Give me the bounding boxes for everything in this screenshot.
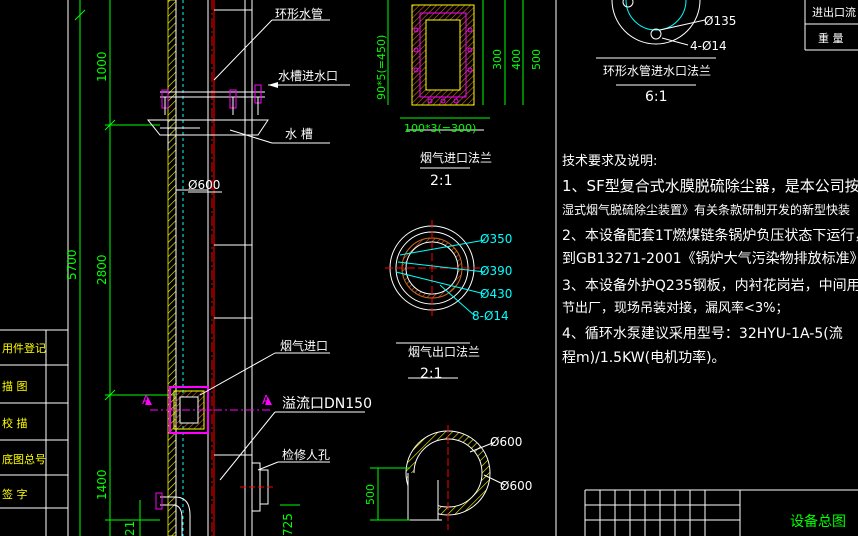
label-diameter-600: Ø600	[188, 178, 220, 192]
outlet-d350: Ø350	[480, 232, 512, 246]
tech-line-3: 2、本设备配套1T燃煤链条锅炉负压状态下运行，处理	[562, 227, 858, 244]
inlet-dim-left: 90*5(=450)	[375, 35, 388, 100]
elbow-d600b: Ø600	[500, 479, 532, 493]
dim-21: 21	[123, 521, 137, 536]
tech-line-4: 到GB13271-2001《锅炉大气污染物排放标准》	[562, 251, 858, 267]
label-flue-inlet: 烟气进口	[280, 338, 328, 353]
inlet-dim-500: 500	[530, 49, 543, 70]
drawing-name: 设备总图	[790, 513, 846, 530]
ring-flange-scale: 6:1	[645, 89, 668, 105]
elbow-d600a: Ø600	[490, 435, 522, 449]
inlet-flange-detail	[387, 0, 524, 169]
ring-flange-detail	[596, 0, 716, 86]
section-mark-left: A	[142, 393, 151, 407]
left-revision-table: 用件登记 描 图 校 描 底图总号 签 字	[0, 0, 69, 536]
tech-line-7: 4、循环水泵建议采用型号：32HYU-1A-5(流	[562, 326, 843, 342]
vertical-dimensions: 5700 1000 2800 1400 21	[65, 0, 175, 536]
manhole	[240, 462, 275, 512]
outlet-flange-detail	[385, 220, 486, 379]
inlet-dim-bottom: 100*3(=300)	[404, 122, 476, 135]
ring-flange-title: 环形水管进水口法兰	[603, 63, 711, 78]
left-table-row-5: 签 字	[2, 487, 28, 501]
dim-725: 725	[281, 513, 295, 536]
tech-line-5: 3、本设备外护Q235钢板，内衬花岗岩，中间用耐	[562, 277, 858, 294]
dim-1000: 1000	[95, 51, 109, 82]
label-ring-pipe: 环形水管	[275, 6, 323, 21]
dim-2800: 2800	[95, 254, 109, 285]
ring-flange-holes: 4-Ø14	[690, 39, 727, 53]
tech-line-2: 湿式烟气脱硫除尘装置》有关条款研制开发的新型快装	[562, 202, 850, 217]
ring-water-pipe	[160, 84, 265, 115]
outlet-d430: Ø430	[480, 287, 512, 301]
inlet-flange-title: 烟气进口法兰	[420, 150, 492, 165]
left-table-row-1: 用件登记	[2, 341, 46, 355]
overflow-pipe	[155, 492, 191, 536]
flue-inlet-box	[145, 386, 272, 434]
title-block-row2: 重 量	[818, 31, 844, 45]
outlet-flange-scale: 2:1	[420, 366, 443, 382]
dim-5700: 5700	[65, 249, 79, 280]
left-table-row-3: 校 描	[2, 416, 28, 430]
leader-lines	[188, 19, 365, 481]
water-tank	[146, 119, 269, 150]
elbow-dim-500: 500	[364, 484, 377, 505]
outlet-holes: 8-Ø14	[472, 309, 509, 323]
tech-line-6: 节出厂，现场吊装对接，漏风率<3%；	[562, 300, 789, 316]
title-block-top	[555, 0, 858, 536]
title-block-row1: 进出口流	[812, 5, 856, 19]
label-water-tank: 水 槽	[285, 127, 313, 141]
left-table-row-4: 底图总号	[2, 452, 46, 466]
label-overflow: 溢流口DN150	[282, 396, 372, 412]
inlet-dim-300: 300	[491, 49, 504, 70]
tech-heading: 技术要求及说明:	[562, 154, 657, 169]
dim-1400: 1400	[95, 469, 109, 500]
section-mark-right: A	[262, 393, 271, 407]
inlet-flange-scale: 2:1	[430, 173, 453, 189]
tower-body	[167, 0, 253, 536]
tech-line-8: 程m)/1.5KW(电机功率)。	[562, 349, 726, 366]
title-block-bottom	[584, 489, 858, 536]
outlet-d390: Ø390	[480, 264, 512, 278]
left-table-row-2: 描 图	[2, 379, 28, 393]
label-tank-inlet: 水槽进水口	[278, 69, 338, 83]
tech-line-1: 1、SF型复合式水膜脱硫除尘器，是本公司按HCRJ	[562, 177, 858, 195]
ring-flange-d135: Ø135	[704, 14, 736, 28]
label-manhole: 检修人孔	[282, 447, 330, 462]
outlet-flange-title: 烟气出口法兰	[408, 344, 480, 359]
inlet-dim-400: 400	[510, 49, 523, 70]
elbow-detail	[370, 425, 506, 530]
